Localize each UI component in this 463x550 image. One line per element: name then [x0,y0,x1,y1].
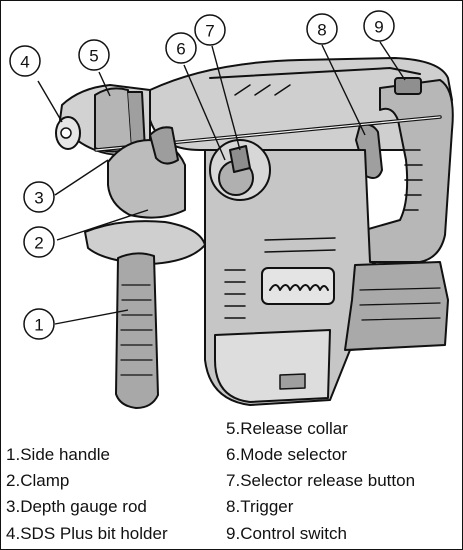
legend-number: 9 [226,524,236,543]
battery-ribs [359,287,441,321]
release-collar [94,87,133,153]
callout-number-6: 6 [176,40,185,59]
legend-item-clamp: 2.Clamp [6,472,69,489]
side-handle-ribs [120,284,153,376]
legend-number: 8 [226,497,236,516]
legend-dot: . [15,497,21,516]
handle-grip-texture [403,149,423,211]
callout-number-2: 2 [34,234,43,253]
legend-item-mode-selector: 6.Mode selector [226,446,347,463]
legend-item-sds-plus-bit-holder: 4.SDS Plus bit holder [6,525,168,542]
clamp-knob [149,126,179,165]
callout-number-1: 1 [34,316,43,335]
callout-number-3: 3 [34,189,43,208]
legend-dot: . [235,497,241,516]
legend-label: Depth gauge rod [20,497,147,516]
control-switch-shape [394,77,422,95]
parts-legend: 1.Side handle 2.Clamp 3.Depth gauge rod … [0,414,463,550]
brand-script [269,284,329,291]
leader-9 [379,41,406,81]
callout-numbers: 1 2 3 4 5 6 7 8 9 [20,18,383,335]
legend-label: Release collar [240,419,348,438]
callout-number-8: 8 [317,21,326,40]
callout-circle-7 [194,14,226,46]
callout-leaders [37,41,406,325]
callout-circle-2 [23,226,55,258]
housing-ridge [209,67,421,79]
legend-item-selector-release-button: 7.Selector release button [226,472,415,489]
leader-1 [54,309,129,325]
callout-circle-4 [9,45,41,77]
gearbox-vents [224,237,336,319]
legend-item-release-collar: 5.Release collar [226,420,348,437]
callout-circle-6 [165,32,197,64]
legend-label: Mode selector [240,445,347,464]
legend-dot: . [235,445,241,464]
leader-5 [98,71,111,97]
leader-2 [56,209,149,241]
callout-circle-8 [306,13,338,45]
legend-dot: . [15,445,21,464]
side-handle-grip [115,252,159,409]
leader-4 [37,80,63,123]
legend-label: Clamp [20,471,70,490]
legend-number: 2 [6,471,16,490]
legend-dot: . [15,471,21,490]
legend-number: 5 [226,419,236,438]
selector-release-button [229,145,251,173]
housing-vent-lines [234,84,291,96]
legend-label: Control switch [240,524,347,543]
legend-dot: . [15,524,21,543]
legend-number: 7 [226,471,236,490]
legend-item-trigger: 8.Trigger [226,498,293,515]
callout-number-7: 7 [205,22,214,41]
callout-circle-3 [23,181,55,213]
leader-3 [54,159,109,196]
legend-dot: . [235,471,241,490]
legend-item-control-switch: 9.Control switch [226,525,347,542]
legend-item-side-handle: 1.Side handle [6,446,110,463]
rotary-hammer-drawing [55,57,454,409]
legend-number: 4 [6,524,16,543]
legend-label: SDS Plus bit holder [20,524,168,543]
callout-circle-5 [78,39,110,71]
leader-8 [321,44,366,136]
legend-label: Trigger [240,497,294,516]
legend-label: Selector release button [240,471,416,490]
legend-number: 6 [226,445,236,464]
legend-label: Side handle [20,445,111,464]
callout-number-5: 5 [89,47,98,66]
legend-number: 1 [6,445,16,464]
callout-circle-1 [23,308,55,340]
legend-number: 3 [6,497,16,516]
legend-item-depth-gauge-rod: 3.Depth gauge rod [6,498,147,515]
leader-6 [183,64,226,161]
battery-pack [344,261,449,351]
callout-markers [9,10,395,340]
leader-7 [211,45,241,151]
legend-dot: . [235,419,241,438]
callout-number-4: 4 [20,53,29,72]
lower-foot [214,329,331,403]
legend-dot: . [235,524,241,543]
foot-slot [279,373,306,390]
bit-holder-bore [60,127,72,139]
callout-number-9: 9 [374,18,383,37]
callout-circle-9 [363,10,395,42]
